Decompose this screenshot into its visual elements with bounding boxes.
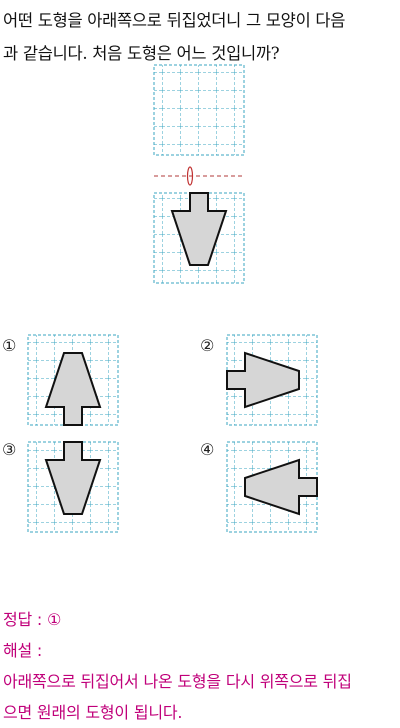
choice-2-label: ② [200, 336, 214, 355]
flip-axis [154, 166, 244, 186]
result-grid [153, 192, 245, 284]
choice-3-shape [44, 441, 102, 515]
choice-2-shape [226, 351, 300, 409]
choice-1[interactable] [27, 334, 119, 426]
choice-4[interactable] [226, 441, 318, 533]
choice-3-label: ③ [2, 440, 16, 459]
question-text: 어떤 도형을 아래쪽으로 뒤집었더니 그 모양이 다음 과 같습니다. 처음 도… [3, 4, 399, 70]
question-line-1: 어떤 도형을 아래쪽으로 뒤집었더니 그 모양이 다음 [3, 11, 346, 30]
choice-4-shape [244, 458, 318, 516]
choice-2[interactable] [226, 334, 318, 426]
choice-3[interactable] [27, 441, 119, 533]
explanation-line-2: 으면 원래의 도형이 됩니다. [3, 703, 183, 722]
question-line-2: 과 같습니다. 처음 도형은 어느 것입니까? [3, 44, 280, 63]
choice-1-shape [44, 352, 102, 426]
flip-rotation-icon [186, 166, 194, 186]
answer-text: 정답 : ① [3, 610, 62, 629]
result-shape [170, 192, 228, 266]
answer-block: 정답 : ① 해설 : 아래쪽으로 뒤집어서 나온 도형을 다시 위쪽으로 뒤집… [3, 604, 399, 728]
explanation-line-1: 아래쪽으로 뒤집어서 나온 도형을 다시 위쪽으로 뒤집 [3, 672, 352, 691]
empty-grid-top [153, 64, 245, 156]
explanation-label: 해설 : [3, 641, 43, 660]
choice-4-label: ④ [200, 440, 214, 459]
choice-1-label: ① [2, 336, 16, 355]
